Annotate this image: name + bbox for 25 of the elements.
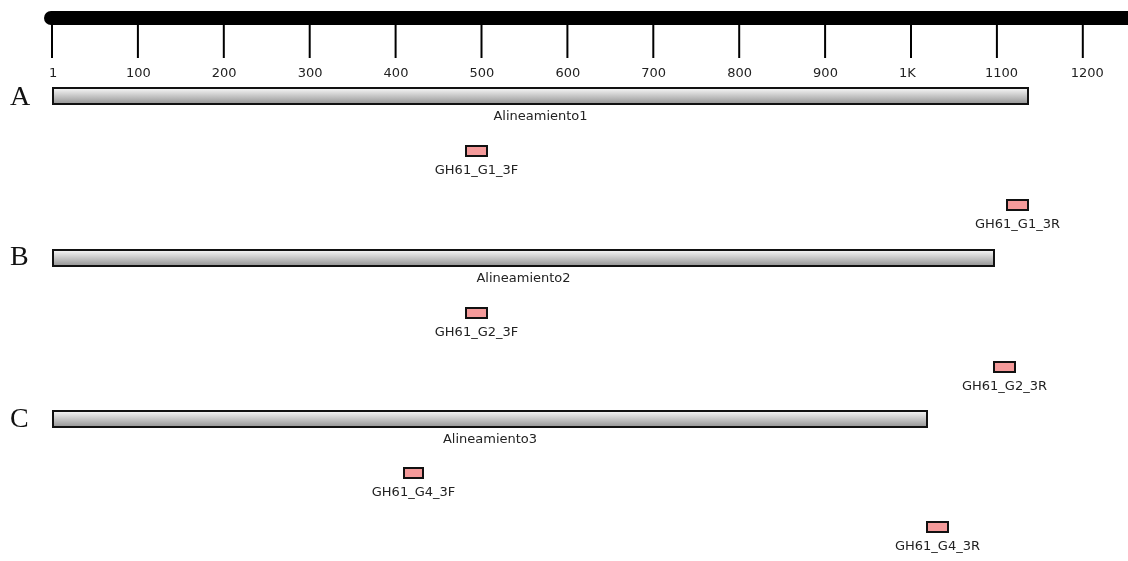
tick-label: 300 <box>297 65 323 80</box>
tick-label: 1 <box>49 65 58 80</box>
row-letter: C <box>10 402 29 434</box>
tick-label: 200 <box>211 65 237 80</box>
tick-label: 500 <box>469 65 495 80</box>
primer-label: GH61_G1_3R <box>975 216 1060 231</box>
tick-label: 1100 <box>984 65 1018 80</box>
tick-label: 800 <box>727 65 752 80</box>
alignment-label: Alineamiento2 <box>476 270 571 285</box>
tick-label: 100 <box>125 65 151 80</box>
row-letter: B <box>10 240 29 272</box>
tick-label: 1K <box>899 65 916 80</box>
tick-label: 700 <box>641 65 667 80</box>
alignment-label: Alineamiento1 <box>493 108 588 123</box>
row-letter: A <box>10 80 31 112</box>
primer-label: GH61_G2_3F <box>434 324 519 339</box>
primer-label: GH61_G4_3R <box>895 538 980 553</box>
tick-label: 600 <box>555 65 581 80</box>
tick-label: 1200 <box>1070 65 1104 80</box>
tick-label: 400 <box>383 65 409 80</box>
alignment-label: Alineamiento3 <box>442 431 538 446</box>
primer-label: GH61_G2_3R <box>962 378 1047 393</box>
tick-label: 900 <box>813 65 838 80</box>
primer-label: GH61_G1_3F <box>434 162 519 177</box>
primer-label: GH61_G4_3F <box>371 484 456 499</box>
